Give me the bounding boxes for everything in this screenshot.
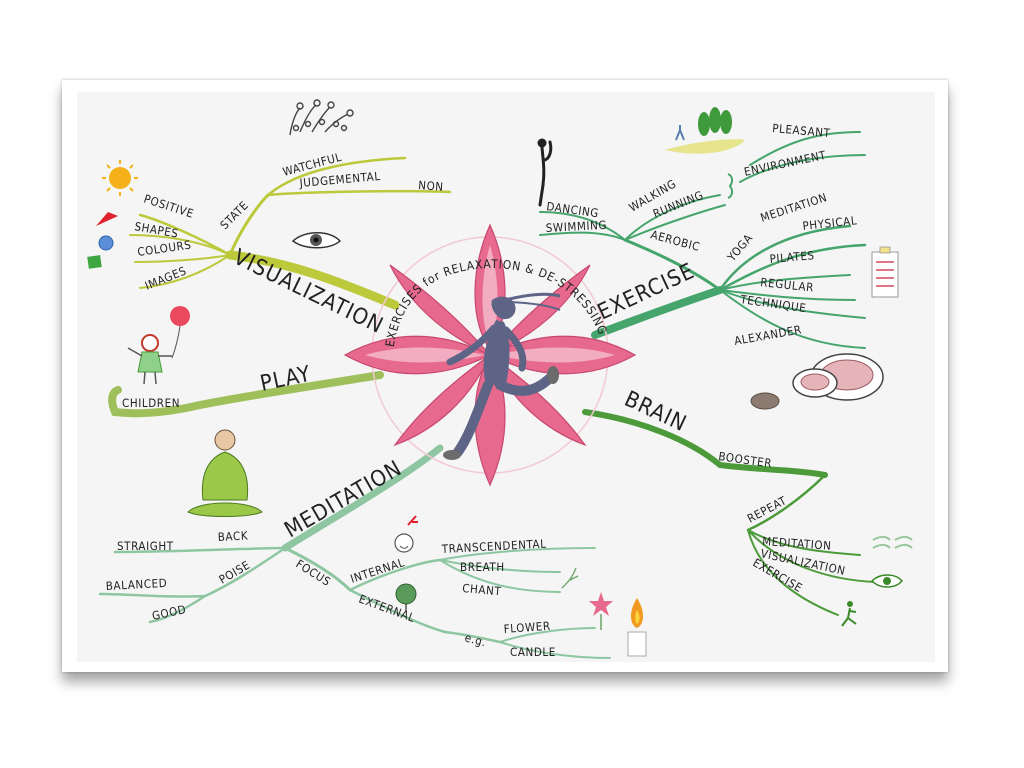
- chant-label: CHANT: [462, 581, 502, 598]
- face-icon: [394, 515, 418, 553]
- colours-label: COLOURS: [136, 238, 192, 259]
- alexander-label: ALEXANDER: [733, 322, 803, 348]
- runner-icon: [443, 292, 561, 460]
- candle-icon: [627, 598, 647, 657]
- girl-balloon-icon: [127, 306, 190, 385]
- candle-label: CANDLE: [510, 645, 556, 659]
- exercise-branch: [591, 286, 724, 339]
- curly-bracket-icon: [727, 173, 734, 199]
- pleasant-label: PLEASANT: [772, 121, 831, 140]
- balanced-label: BALANCED: [105, 576, 167, 593]
- branch-sprout-icon: [561, 567, 579, 589]
- physical-label: PHYSICAL: [802, 213, 858, 233]
- environment-label: ENVIRONMENT: [743, 148, 828, 179]
- eye-icon-small: [870, 574, 903, 588]
- dancing-label: DANCING: [546, 199, 600, 220]
- circle-icon: [98, 235, 114, 251]
- trees-icon: [665, 107, 745, 154]
- brain-icon: [750, 353, 884, 410]
- shapes-label: SHAPES: [133, 219, 179, 240]
- meditation-branch: [281, 444, 444, 552]
- visualization-branch: [225, 250, 400, 310]
- eye-icon: [291, 232, 342, 249]
- notepad-icon: [871, 246, 899, 298]
- sun-icon: [102, 160, 138, 196]
- images-label: IMAGES: [143, 263, 189, 292]
- brain-branch: [582, 409, 828, 478]
- lotus-icon: [343, 223, 637, 487]
- positive-label: POSITIVE: [142, 192, 196, 221]
- transcendental-label: TRANSCENDENTAL: [440, 537, 546, 557]
- flowers-icon: [289, 99, 354, 136]
- good-label: GOOD: [151, 602, 188, 623]
- flower-label: FLOWER: [503, 619, 551, 636]
- buddha-icon: [187, 429, 263, 517]
- straight-label: STRAIGHT: [117, 539, 174, 553]
- star-flower-icon: [589, 592, 613, 630]
- back-label: BACK: [217, 528, 248, 544]
- aerobic-label: AEROBIC: [649, 227, 701, 254]
- internal-label: INTERNAL: [349, 555, 407, 586]
- state-label: STATE: [217, 198, 251, 232]
- yoga-pose-icon: [537, 138, 553, 207]
- meditation-label: MEDITATION: [281, 456, 407, 543]
- cloud-icon: [872, 536, 913, 549]
- triangle-icon: [96, 212, 118, 226]
- breath-label: BREATH: [460, 560, 505, 574]
- pilates-label: PILATES: [769, 248, 815, 266]
- eg-label: e.g.: [463, 630, 488, 649]
- play-label: PLAY: [258, 362, 313, 397]
- children-label: CHILDREN: [122, 396, 180, 410]
- brain-meditation-label: MEDITATION: [762, 534, 832, 553]
- globe-icon: [395, 583, 417, 612]
- regular-label: REGULAR: [760, 275, 815, 295]
- non-label: NON: [418, 178, 444, 194]
- square-icon: [87, 255, 102, 269]
- play-branch: [108, 371, 384, 418]
- poise-label: POISE: [217, 558, 253, 587]
- swimming-label: SWIMMING: [545, 218, 607, 235]
- small-runner-icon: [841, 601, 857, 627]
